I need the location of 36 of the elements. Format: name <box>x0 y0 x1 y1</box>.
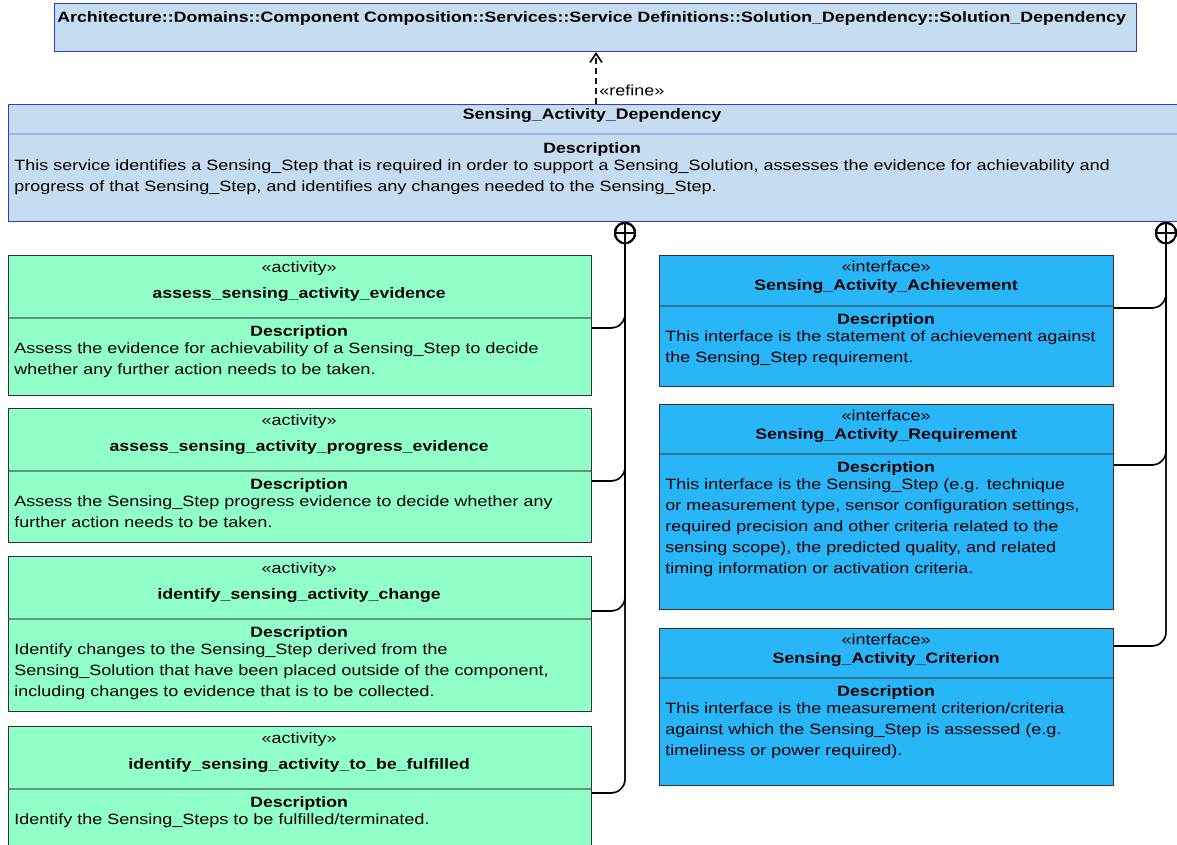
stereotype-label: «activity» <box>262 562 336 576</box>
dependency-arrow <box>589 52 603 105</box>
part-name: identify_sensing_activity_change <box>158 588 441 602</box>
part-name: identify_sensing_activity_to_be_fulfilled <box>129 758 469 772</box>
part-name: Sensing_Activity_Criterion <box>773 652 999 666</box>
description-text: Identify changes to the Sensing_Step derived from the Sensing_Solution that have been placed outside of the component, including changes to evidence that is to be collected. <box>15 643 547 700</box>
section-heading: Description <box>838 313 934 327</box>
part-name: assess_sensing_activity_progress_evidence <box>109 440 488 454</box>
edge-label: «refine» <box>598 83 666 97</box>
stereotype-label: «activity» <box>262 732 336 746</box>
description-text: Identify the Sensing_Steps to be fulfilled/terminated. <box>15 813 428 828</box>
section-heading: Description <box>544 142 640 156</box>
stereotype-label: «activity» <box>262 261 336 275</box>
part-name: Sensing_Activity_Requirement <box>755 428 1017 442</box>
description-text: This interface is the measurement criterion/criteria against which the Sensing_Step is assessed (e.g. timeliness or power required). <box>665 702 1065 759</box>
part-name: Sensing_Activity_Achievement <box>754 279 1018 293</box>
containment-connector <box>591 221 637 794</box>
section-heading: Description <box>251 325 347 339</box>
description-text: Assess the evidence for achievability of a Sensing_Step to decide whether any further action needs to be taken. <box>14 342 538 378</box>
stereotype-label: «interface» <box>842 260 930 272</box>
description-text: This interface is the statement of achievement against the Sensing_Step requirement. <box>665 330 1096 366</box>
description-text: Assess the Sensing_Step progress evidence to decide whether any further action needs to be taken. <box>14 495 553 528</box>
part-name: assess_sensing_activity_evidence <box>152 287 445 301</box>
section-heading: Description <box>251 478 347 492</box>
service-name: Sensing_Activity_Dependency <box>463 108 722 122</box>
class-name: Architecture::Domains::Component Composition::Services::Service Definitions::Solution_Dependency::Solution_Dependency <box>57 11 1126 25</box>
stereotype-label: «interface» <box>842 633 930 645</box>
section-heading: Description <box>838 685 934 699</box>
description-text: This interface is the Sensing_Step (e.g. technique or measurement type, sensor configuration settings, required precision and other criteria related to the sensing scope), the predicted quality, and related timing information or activation criteria. <box>665 478 1078 577</box>
section-heading: Description <box>251 796 347 810</box>
stereotype-label: «interface» <box>842 409 930 421</box>
section-heading: Description <box>251 626 347 640</box>
description-text: This service identifies a Sensing_Step that is required in order to support a Sensing_Solution, assesses the evidence for achievability and progress of that Sensing_Step, and identifies any changes needed to the Sensing_Step. <box>14 159 1109 195</box>
section-heading: Description <box>838 461 934 475</box>
containment-connector <box>1113 221 1177 647</box>
stereotype-label: «activity» <box>262 414 336 428</box>
